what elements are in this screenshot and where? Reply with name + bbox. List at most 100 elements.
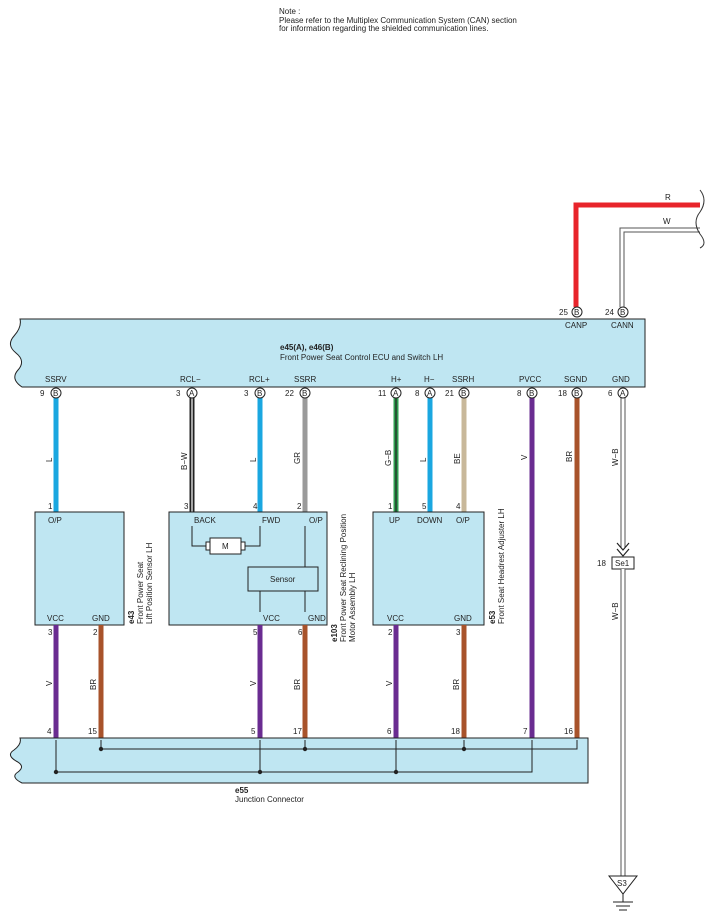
wire-code-1: L (45, 457, 54, 462)
wire-break-mark (695, 189, 705, 249)
ecu-pin-pvcc: PVCC (519, 375, 541, 384)
e103-pin-fwd-num: 4 (253, 502, 258, 511)
ecu-pin-ssrh: SSRH (452, 375, 474, 384)
wire-code-l5: V (385, 680, 394, 686)
wire-code-4: GR (293, 452, 302, 464)
e43-pin-top-label: O/P (48, 516, 62, 525)
sensor-label: Sensor (270, 575, 296, 584)
e43-code: e43 (127, 610, 136, 624)
wire-code-3: L (249, 457, 258, 462)
pin-conn-hp: A (393, 389, 399, 398)
note-line-1: Please refer to the Multiplex Communicat… (279, 15, 517, 25)
e103-name-2: Motor Assembly LH (348, 572, 357, 642)
splice-arrow-icon (616, 542, 630, 557)
wire-code-6: L (419, 457, 428, 462)
e43-name-1: Front Power Seat (136, 561, 145, 624)
ecu-pin-ssrv: SSRV (45, 375, 67, 384)
pin-conn-hm: A (427, 389, 433, 398)
e53-pin-down-label: DOWN (417, 516, 443, 525)
wire-code-l4: BR (293, 679, 302, 690)
pin-num-hp: 11 (378, 389, 387, 398)
ecu-pin-ssrr: SSRR (294, 375, 316, 384)
e53-pin-down-num: 5 (422, 502, 427, 511)
pin-conn-canp: B (574, 308, 579, 317)
pin-conn-ssrr: B (302, 389, 307, 398)
pin-circle-ssrv (50, 387, 62, 399)
e103-name-1: Front Power Seat Reclining Position (339, 514, 348, 642)
pin-num-rclm: 3 (176, 389, 181, 398)
pin-circle-sgnd (571, 387, 583, 399)
pin-conn-gnd: A (620, 389, 626, 398)
component-e43: 1 O/P VCC GND 3 2 e43 Front Power Seat L… (34, 502, 154, 637)
junction-pin-8: 16 (564, 727, 573, 736)
wire-code-splice: W−B (611, 602, 620, 620)
cann-wire-outer (619, 227, 700, 307)
note-block: Note : Please refer to the Multiplex Com… (279, 7, 517, 34)
junction-node (98, 746, 104, 752)
pin-num-rclp: 3 (244, 389, 249, 398)
motor-label: M (222, 542, 229, 551)
e43-pin-top-num: 1 (48, 502, 53, 511)
cann-wire-inner (620, 228, 700, 307)
pin-conn-sgnd: B (574, 389, 579, 398)
pin-circle-gnd (617, 387, 629, 399)
ecu-pin-label-cann: CANN (611, 321, 634, 330)
pin-conn-ssrh: B (461, 389, 466, 398)
ecu-name: Front Power Seat Control ECU and Switch … (280, 353, 443, 362)
note-title: Note : (279, 7, 301, 16)
junction-name: Junction Connector (235, 795, 304, 804)
junction-node (461, 746, 467, 752)
pin-circle-rclm (186, 387, 198, 399)
e53-pin-vcc-num: 2 (388, 628, 393, 637)
e103-pin-fwd-label: FWD (262, 516, 280, 525)
e43-pin-vcc-num: 3 (48, 628, 53, 637)
junction-node (302, 746, 308, 752)
e43-pin-gnd-num: 2 (93, 628, 98, 637)
junction-pin-2: 15 (88, 727, 97, 736)
pin-circle-rclp (254, 387, 266, 399)
wire-code-5: G−B (384, 450, 393, 466)
e103-pin-vcc-num: 5 (253, 628, 258, 637)
junction-node (53, 769, 59, 775)
note-line-2: for information regarding the shielded c… (279, 24, 489, 33)
junction-code: e55 (235, 786, 249, 795)
e43-name-2: Lift Position Sensor LH (145, 542, 154, 624)
junction-pin-6: 18 (451, 727, 460, 736)
e53-pin-gnd-label: GND (454, 614, 472, 623)
ecu-pin-gnd: GND (612, 375, 630, 384)
e53-pin-op-num: 4 (456, 502, 461, 511)
motor-terminal-left (205, 541, 211, 551)
junction-vcc-bus (55, 740, 533, 773)
junction-pin-1: 4 (47, 727, 52, 736)
e103-code: e103 (330, 624, 339, 642)
e43-pin-gnd-label: GND (92, 614, 110, 623)
ecu-pin-rclp: RCL+ (249, 375, 270, 384)
wire-label-r: R (665, 193, 671, 202)
ground-label: S3 (617, 879, 627, 888)
junction-pin-4: 17 (293, 727, 302, 736)
pin-num-ssrr: 22 (285, 389, 294, 398)
ecu-box: CANP CANN e45(A), e46(B) Front Power Sea… (10, 318, 646, 388)
splice-label: Se1 (615, 559, 630, 568)
e53-pin-vcc-label: VCC (387, 614, 404, 623)
junction-e55: 4 15 5 17 6 18 7 16 e55 Junction Connect… (10, 727, 589, 804)
wire-code-l6: BR (452, 679, 461, 690)
wire-code-l1: V (45, 680, 54, 686)
pin-circle-cann (617, 306, 629, 318)
component-e53: 1 5 4 UP DOWN O/P VCC GND 2 3 e53 Front … (372, 502, 506, 637)
pin-num-ssrh: 21 (445, 389, 454, 398)
ecu-pin-rclm: RCL− (180, 375, 201, 384)
e53-code: e53 (488, 610, 497, 624)
wire-code-9: BR (565, 451, 574, 462)
wire-code-7: BE (453, 453, 462, 464)
pin-circle-ssrh (458, 387, 470, 399)
pin-num-sgnd: 18 (558, 389, 567, 398)
ecu-pin-label-canp: CANP (565, 321, 587, 330)
junction-node (393, 769, 399, 775)
component-e103: 3 4 2 BACK FWD O/P M Sensor VCC GND 5 6 … (168, 502, 357, 642)
pin-conn-cann: B (620, 308, 625, 317)
ground-triangle-icon (607, 875, 639, 895)
pin-conn-pvcc: B (529, 389, 534, 398)
motor-wiring (191, 526, 261, 547)
junction-node (257, 769, 263, 775)
